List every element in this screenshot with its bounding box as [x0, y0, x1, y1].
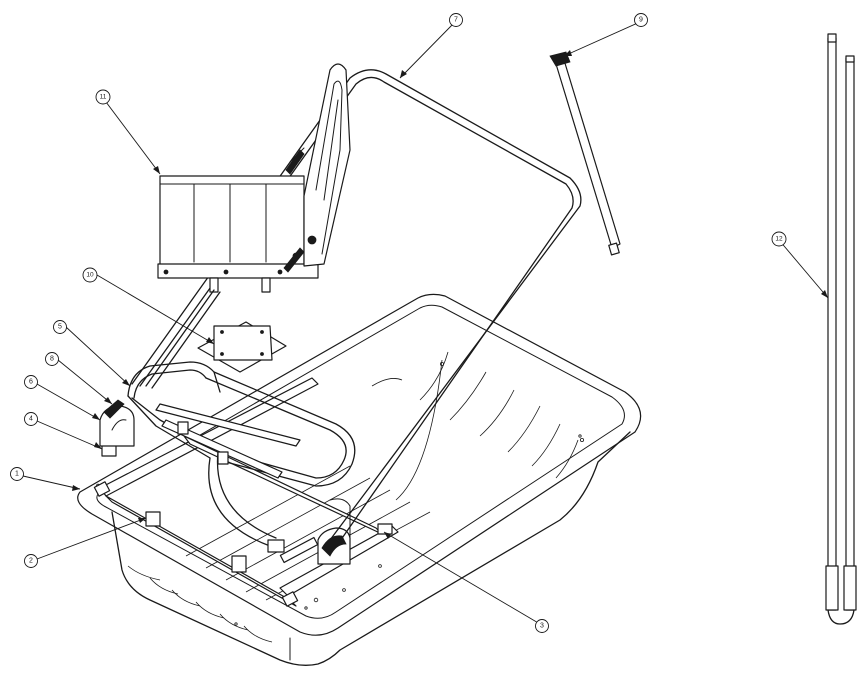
seat: [157, 63, 351, 293]
handle-bar: [549, 51, 621, 256]
callout-1-label: 1: [15, 471, 19, 478]
callout-10: 10: [82, 267, 98, 283]
callout-9: 9: [634, 13, 648, 27]
callout-8: 8: [45, 352, 59, 366]
callout-6-label: 6: [29, 379, 33, 386]
callout-6: 6: [24, 375, 38, 389]
callout-8-label: 8: [50, 356, 54, 363]
callout-3-label: 3: [540, 623, 544, 630]
mount-plate: [197, 321, 287, 373]
pivot-block-front: [99, 399, 135, 447]
callout-10-label: 10: [86, 272, 94, 279]
callout-11-label: 11: [100, 94, 107, 101]
callout-11: 11: [95, 89, 111, 105]
seat-legs: [145, 289, 221, 389]
callout-3: 3: [535, 619, 549, 633]
callout-2: 2: [24, 554, 38, 568]
callout-9-label: 9: [639, 17, 643, 24]
callout-4-label: 4: [29, 416, 33, 423]
callout-1: 1: [10, 467, 24, 481]
callout-5: 5: [53, 320, 67, 334]
callout-7: 7: [449, 13, 463, 27]
callout-7-label: 7: [454, 17, 458, 24]
callout-12-label: 12: [775, 236, 783, 243]
sled-tub: [77, 293, 642, 666]
poles: [825, 33, 857, 625]
callout-5-label: 5: [58, 324, 62, 331]
callout-2-label: 2: [29, 558, 33, 565]
callouts: 1 2 3 4 5 6 7 8: [10, 13, 829, 633]
seat-frame: [127, 361, 356, 564]
shelter-pole: [131, 69, 582, 545]
callout-12: 12: [771, 231, 787, 247]
callout-4: 4: [24, 412, 38, 426]
